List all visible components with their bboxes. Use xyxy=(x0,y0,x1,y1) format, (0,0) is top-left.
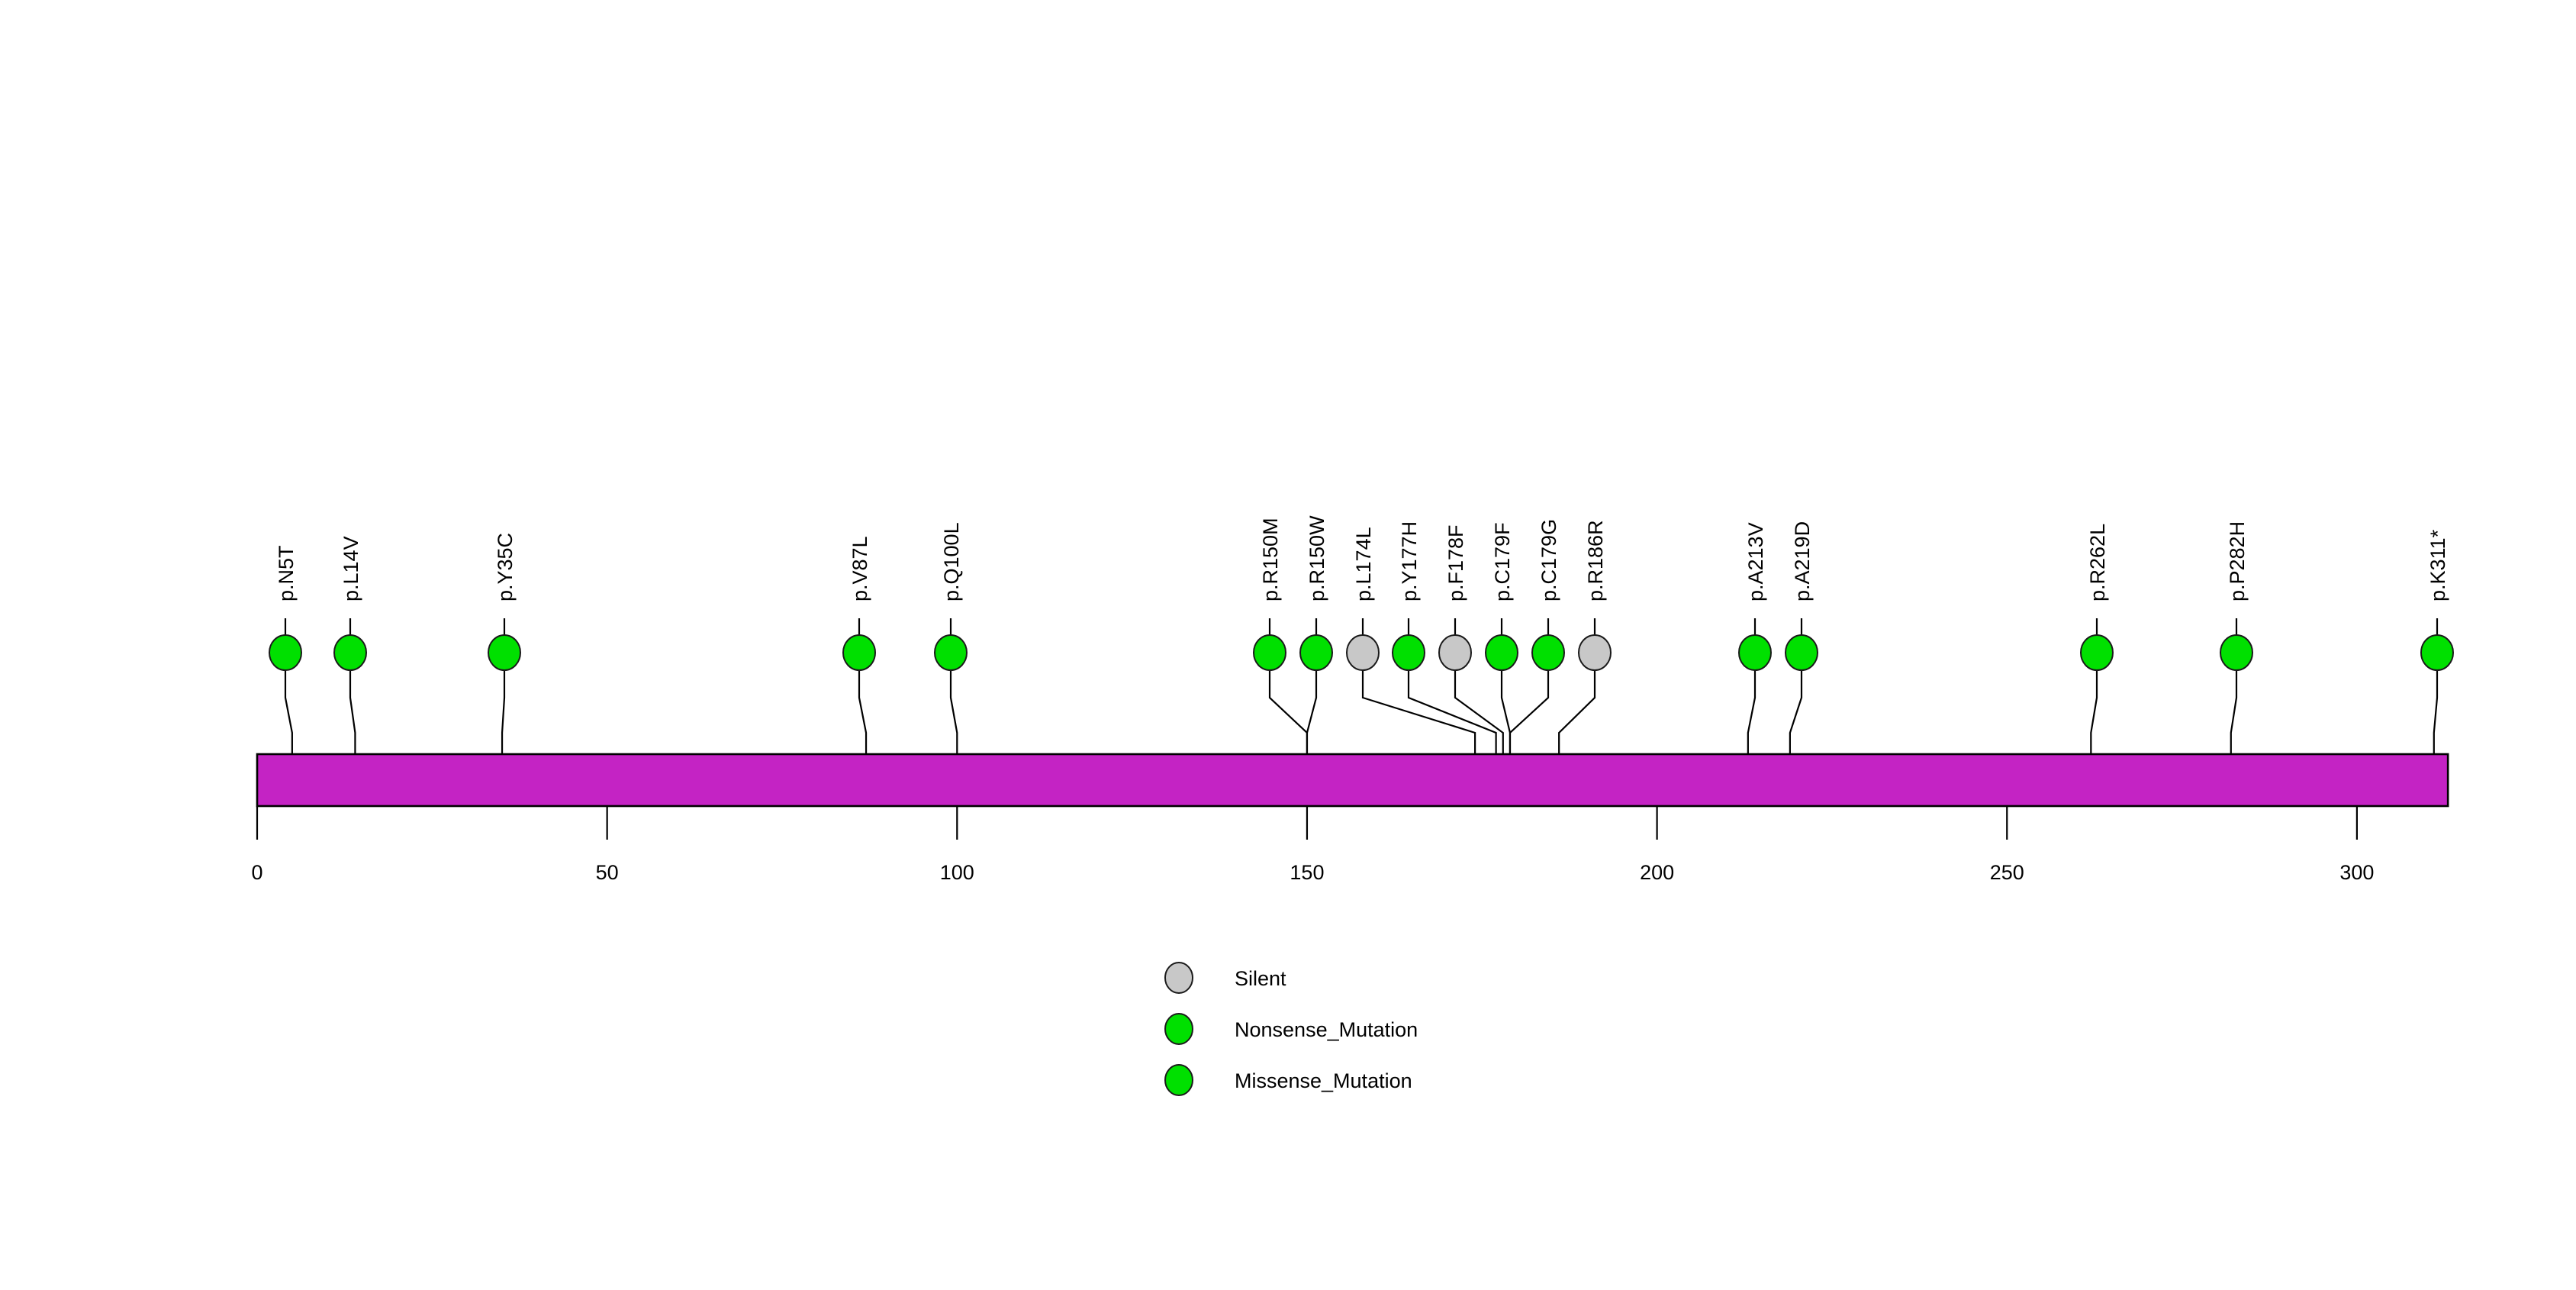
mutation-marker[interactable]: p.K311* (Nonsense_Mutation) xyxy=(2420,634,2454,671)
legend-swatch[interactable] xyxy=(1164,1013,1193,1045)
mutation-label: p.P282H xyxy=(2226,521,2249,601)
mutation-marker[interactable]: p.Q100L (Missense_Mutation) xyxy=(934,634,968,671)
x-axis-tick-label: 50 xyxy=(596,861,619,884)
mutation-marker[interactable]: p.R150M (Missense_Mutation) xyxy=(1253,634,1286,671)
mutation-label: p.A219D xyxy=(1791,521,1814,601)
mutation-marker[interactable]: p.L14V (Missense_Mutation) xyxy=(333,634,367,671)
mutation-label: p.Y177H xyxy=(1398,521,1421,601)
mutation-marker[interactable]: p.Y35C (Missense_Mutation) xyxy=(488,634,521,671)
protein-backbone-layer xyxy=(256,753,2449,808)
mutation-label: p.K311* xyxy=(2426,529,2449,601)
mutation-label: p.R150M xyxy=(1259,518,1282,601)
x-axis-tick-label: 0 xyxy=(251,861,262,884)
mutation-marker[interactable]: p.R262L (Missense_Mutation) xyxy=(2080,634,2114,671)
mutation-label: p.F178F xyxy=(1444,524,1467,601)
mutation-marker[interactable]: p.F178F (Silent) xyxy=(1438,634,1472,671)
mutation-label: p.C179G xyxy=(1538,519,1560,601)
mutation-label: p.R186R xyxy=(1584,520,1607,601)
x-axis-tick-label: 250 xyxy=(1990,861,2024,884)
mutation-label: p.Y35C xyxy=(494,533,517,601)
mutation-labels-layer: p.N5T p.L14V p.Y35C p.V87L p.Q100L p.R150M p.R… xyxy=(275,515,2449,601)
x-axis-tick-label: 150 xyxy=(1290,861,1324,884)
protein-backbone-bar xyxy=(256,753,2449,808)
mutation-label: p.A213V xyxy=(1744,522,1767,601)
mutation-marker[interactable]: p.L174L (Silent) xyxy=(1346,634,1380,671)
mutation-marker[interactable]: p.P282H (Missense_Mutation) xyxy=(2220,634,2253,671)
mutation-marker[interactable]: p.N5T (Missense_Mutation) xyxy=(269,634,302,671)
mutation-label: p.L14V xyxy=(340,536,362,601)
legend-swatch[interactable] xyxy=(1164,962,1193,994)
mutation-marker[interactable]: p.V87L (Missense_Mutation) xyxy=(842,634,876,671)
legend-label: Missense_Mutation xyxy=(1235,1069,1412,1092)
mutation-label: p.L174L xyxy=(1352,527,1375,601)
mutation-marker[interactable]: p.R150W (Missense_Mutation) xyxy=(1299,634,1333,671)
mutation-label: p.V87L xyxy=(848,536,871,601)
mutation-marker[interactable]: p.Y177H (Missense_Mutation) xyxy=(1392,634,1425,671)
mutation-marker[interactable]: p.A213V (Missense_Mutation) xyxy=(1738,634,1772,671)
mutation-marker[interactable]: p.C179F (Missense_Mutation) xyxy=(1485,634,1518,671)
legend-label: Silent xyxy=(1235,967,1286,990)
mutation-label: p.N5T xyxy=(275,545,298,601)
x-axis-tick-label: 100 xyxy=(940,861,974,884)
legend-swatch[interactable] xyxy=(1164,1064,1193,1096)
mutation-marker[interactable]: p.R186R (Silent) xyxy=(1578,634,1612,671)
x-axis-tick-label: 200 xyxy=(1640,861,1674,884)
mutation-label: p.R262L xyxy=(2086,524,2109,601)
mutation-heads-layer: p.N5T (Missense_Mutation) p.L14V (Missens… xyxy=(269,634,2454,671)
mutation-label: p.R150W xyxy=(1306,515,1328,601)
mutation-marker[interactable]: p.C179G (Missense_Mutation) xyxy=(1531,634,1565,671)
x-axis-tick-label: 300 xyxy=(2339,861,2374,884)
mutation-marker[interactable]: p.A219D (Missense_Mutation) xyxy=(1785,634,1818,671)
mutation-label: p.Q100L xyxy=(940,522,963,601)
legend-label: Nonsense_Mutation xyxy=(1235,1018,1418,1041)
x-axis-layer: 0 50 100 150 200 250 300 xyxy=(251,806,2374,884)
mutation-label: p.C179F xyxy=(1491,522,1514,601)
